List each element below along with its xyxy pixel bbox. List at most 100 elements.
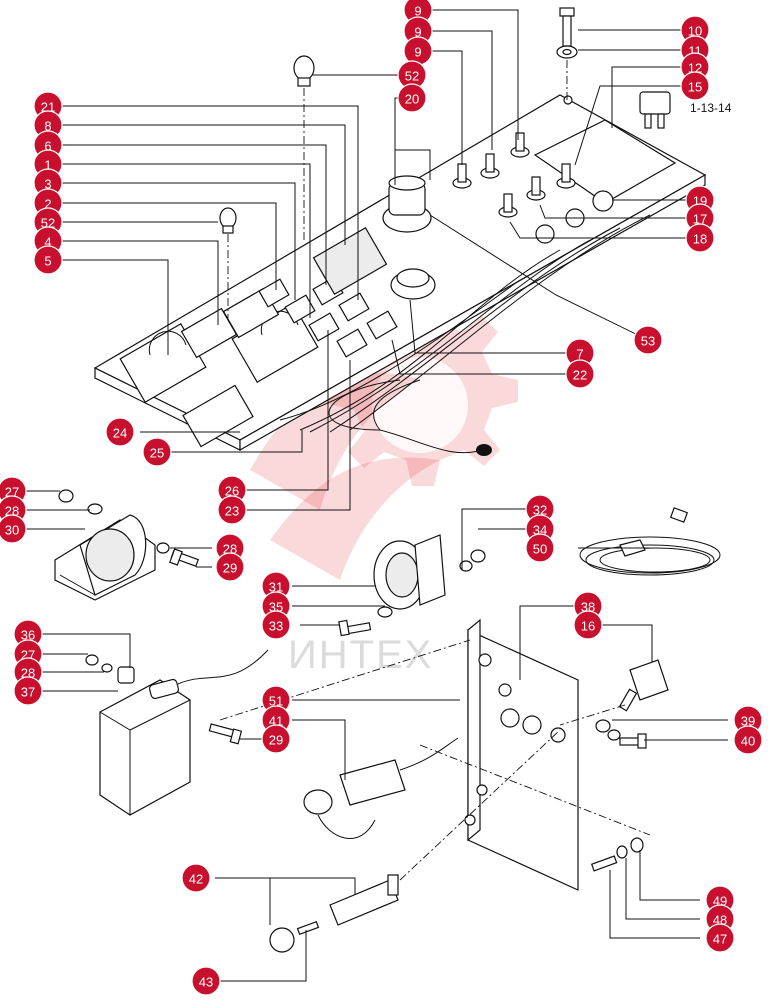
callout-number: 31 (269, 580, 283, 595)
bulb-left (219, 207, 237, 318)
callout-51: 51 (261, 685, 291, 715)
callout-number: 52 (41, 216, 55, 231)
callout-number: 27 (5, 485, 19, 500)
callout-number: 28 (5, 504, 19, 519)
callout-number: 48 (713, 913, 727, 928)
callout-9c: 9 (403, 36, 433, 66)
callout-39: 39 (733, 705, 763, 735)
callout-number: 52 (405, 69, 419, 84)
callout-number: 21 (41, 100, 55, 115)
callout-number: 17 (693, 212, 707, 227)
callout-number: 1 (44, 158, 51, 173)
callout-24: 24 (105, 417, 135, 447)
watermark-text: ИНТЕХ (288, 633, 433, 677)
callout-number: 29 (269, 733, 283, 748)
callout-number: 2 (44, 197, 51, 212)
callout-26: 26 (217, 475, 247, 505)
callout-53: 53 (633, 325, 663, 355)
callout-number: 5 (44, 254, 51, 269)
callout-number: 9 (414, 45, 421, 60)
callout-number: 41 (269, 714, 283, 729)
callout-number: 18 (693, 232, 707, 247)
callout-number: 36 (21, 628, 35, 643)
callout-number: 30 (5, 523, 19, 538)
cable-50 (579, 507, 721, 576)
control-panel (93, 94, 707, 456)
callout-10: 10 (680, 15, 710, 45)
fuse: 1-13-14 (639, 91, 732, 129)
bracket-38 (464, 618, 579, 891)
callout-number: 49 (713, 894, 727, 909)
callout-47: 47 (705, 923, 735, 953)
washer-nut-set-left (58, 489, 200, 567)
callout-37: 37 (13, 676, 43, 706)
callout-number: 38 (581, 600, 595, 615)
callout-number: 24 (113, 426, 127, 441)
callout-5: 5 (33, 245, 63, 275)
callout-number: 37 (21, 685, 35, 700)
callout-number: 34 (533, 523, 547, 538)
sensor-module (85, 649, 269, 816)
bulb-top (293, 55, 315, 240)
callout-18: 18 (685, 223, 715, 253)
callout-number: 16 (581, 619, 595, 634)
callout-number: 28 (223, 542, 237, 557)
callout-25: 25 (142, 437, 172, 467)
callout-number: 3 (44, 177, 51, 192)
fuse-label: 1-13-14 (690, 101, 732, 115)
callout-number: 23 (225, 504, 239, 519)
callout-29b: 29 (261, 724, 291, 754)
callout-number: 33 (269, 619, 283, 634)
callout-30: 30 (0, 514, 27, 544)
callout-number: 32 (533, 503, 547, 518)
washer-bolt-right (595, 719, 647, 749)
callout-31: 31 (261, 571, 291, 601)
callout-17: 17 (685, 203, 715, 233)
callout-number: 42 (189, 872, 203, 887)
bolt-set-bottom (590, 837, 644, 872)
callout-number: 28 (21, 666, 35, 681)
callout-number: 39 (741, 714, 755, 729)
callout-23: 23 (217, 495, 247, 525)
callout-number: 7 (576, 347, 583, 362)
callout-number: 29 (223, 561, 237, 576)
callout-number: 43 (199, 975, 213, 990)
callout-50: 50 (525, 533, 555, 563)
callout-16: 16 (573, 610, 603, 640)
callout-number: 8 (44, 119, 51, 134)
callout-number: 20 (405, 92, 419, 107)
switch-16 (559, 659, 669, 726)
callout-number: 26 (225, 484, 239, 499)
callout-number: 50 (533, 542, 547, 557)
callout-40: 40 (733, 725, 763, 755)
callout-number: 9 (414, 4, 421, 19)
callout-number: 35 (269, 600, 283, 615)
callout-15: 15 (680, 71, 710, 101)
callout-36: 36 (13, 619, 43, 649)
callout-number: 9 (414, 25, 421, 40)
callout-number: 40 (741, 734, 755, 749)
callout-number: 51 (269, 694, 283, 709)
callout-29a: 29 (215, 552, 245, 582)
callout-number: 10 (688, 24, 702, 39)
buzzer-30 (54, 514, 156, 601)
callout-33: 33 (261, 610, 291, 640)
callout-number: 15 (688, 80, 702, 95)
callout-number: 12 (688, 61, 702, 76)
callout-43: 43 (191, 966, 221, 996)
callout-32: 32 (525, 494, 555, 524)
callout-42: 42 (181, 863, 211, 893)
callout-number: 25 (150, 446, 164, 461)
connector-51 (303, 737, 459, 839)
callout-number: 6 (44, 139, 51, 154)
horn-31 (338, 534, 486, 637)
callout-number: 4 (44, 235, 51, 250)
callout-number: 47 (713, 932, 727, 947)
plug-42 (269, 874, 399, 953)
callout-number: 22 (573, 368, 587, 383)
leader-lines (22, 9, 728, 982)
toggle-switches (452, 132, 576, 218)
bolt-10 (556, 7, 578, 100)
